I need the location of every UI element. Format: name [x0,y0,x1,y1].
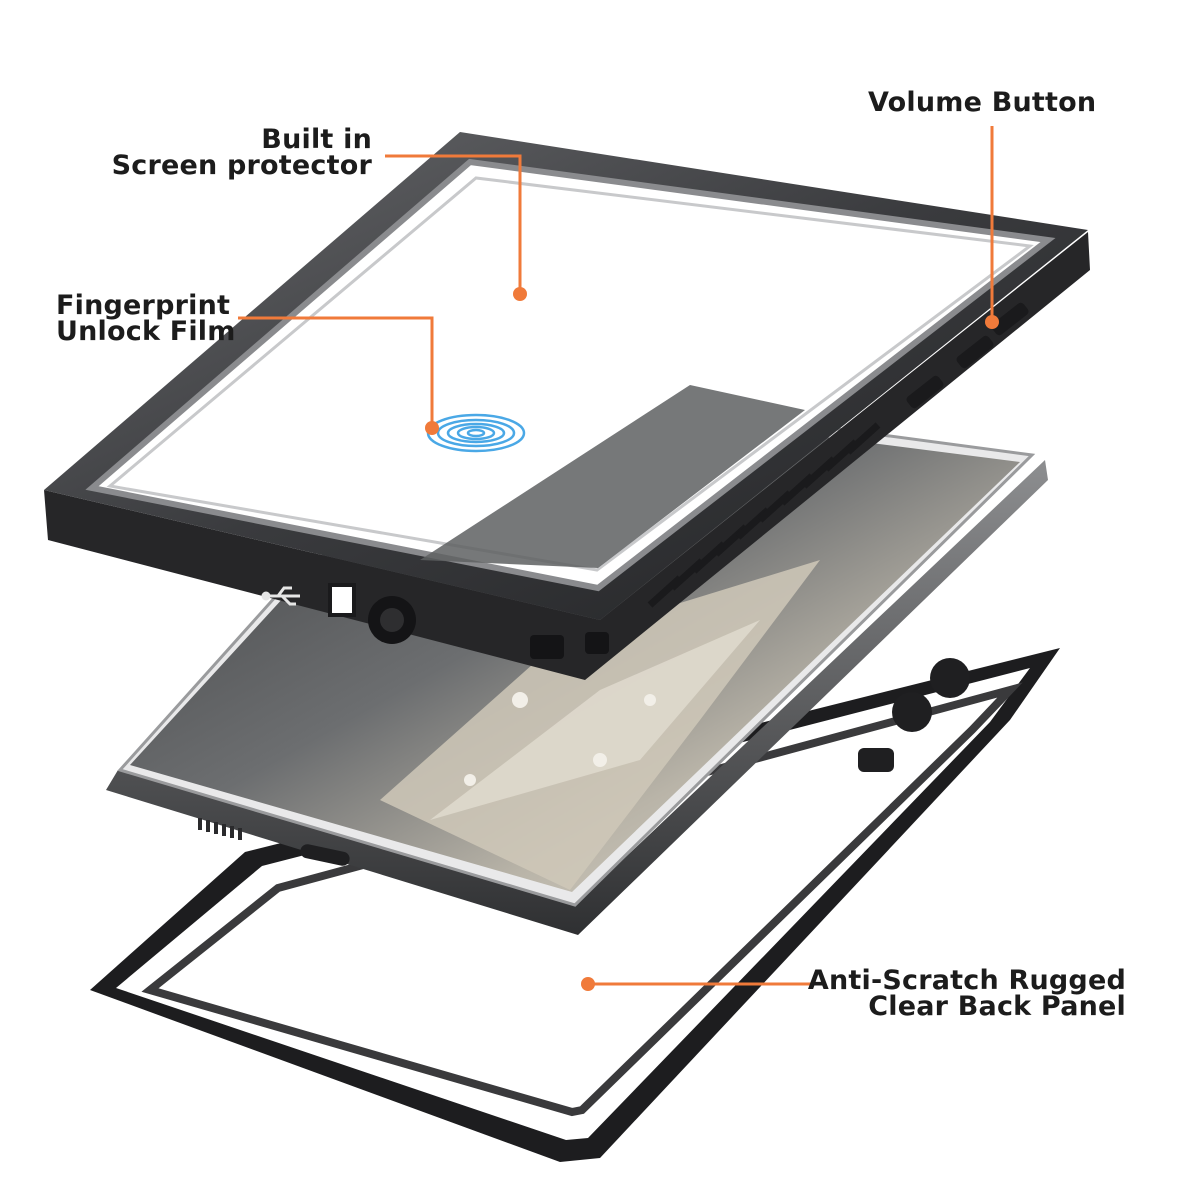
fingerprint-line2: Unlock Film [56,316,236,347]
volume-button-label: Volume Button [868,87,1097,118]
usb-icon [261,586,300,606]
back-panel-line1: Anti-Scratch Rugged [807,965,1126,996]
built-in-line2: Screen protector [111,150,372,181]
built-in-screen-protector-label: Built in Screen protector [111,124,372,181]
callout-lines [238,126,994,986]
back-panel-line2: Clear Back Panel [868,991,1126,1022]
built-in-line1: Built in [261,124,372,155]
clear-back-panel-label: Anti-Scratch Rugged Clear Back Panel [807,965,1126,1022]
fingerprint-unlock-film-label: Fingerprint Unlock Film [56,290,236,347]
fingerprint-line1: Fingerprint [56,290,231,321]
volume-line1: Volume Button [868,87,1097,118]
front-frame [44,132,1090,680]
callout-dots [425,287,999,991]
